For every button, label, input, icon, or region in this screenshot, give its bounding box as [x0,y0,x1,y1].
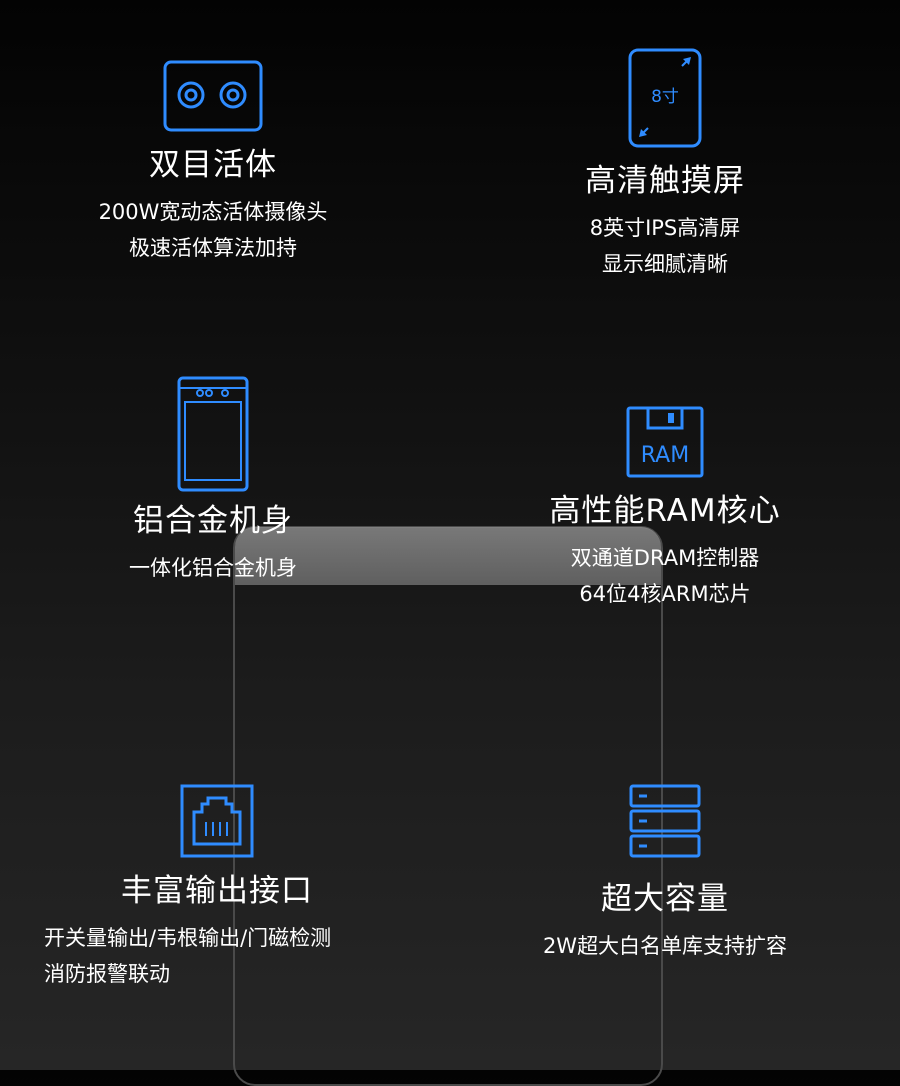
feature-title: 铝合金机身 [133,503,293,539]
feature-desc-line: 显示细腻清晰 [602,252,728,276]
feature-title: 高清触摸屏 [585,163,745,199]
feature-desc-line: 极速活体算法加持 [129,236,297,260]
feature-title: 高性能RAM核心 [549,493,781,529]
feature-desc-line: 消防报警联动 [44,962,170,986]
device-body-icon [177,376,249,492]
dual-camera-icon [163,60,263,132]
screen-size-label: 8寸 [651,87,679,107]
feature-desc-line: 一体化铝合金机身 [129,556,297,580]
ethernet-port-icon [180,784,254,858]
device-top-bezel [235,527,661,585]
feature-ram-core: RAM 高性能RAM核心 双通道DRAM控制器 64位4核ARM芯片 [445,406,885,612]
ram-chip-icon: RAM [626,406,704,478]
feature-title: 超大容量 [601,881,729,917]
feature-desc-line: 2W超大白名单库支持扩容 [542,934,788,958]
feature-desc-line: 双通道DRAM控制器 [570,546,760,570]
feature-desc-line: 200W宽动态活体摄像头 [98,200,328,224]
feature-dual-camera: 双目活体 200W宽动态活体摄像头 极速活体算法加持 [0,60,433,266]
feature-desc-line: 64位4核ARM芯片 [579,582,751,606]
feature-touch-screen: 8寸 高清触摸屏 8英寸IPS高清屏 显示细腻清晰 [445,48,885,282]
feature-title: 丰富输出接口 [121,873,313,909]
storage-stack-icon [629,784,701,858]
feature-large-capacity: 超大容量 2W超大白名单库支持扩容 [445,784,885,964]
feature-aluminum-body: 铝合金机身 一体化铝合金机身 [0,376,433,586]
screen-size-icon: 8寸 [628,48,702,148]
feature-desc-line: 开关量输出/韦根输出/门磁检测 [44,926,332,950]
feature-desc-line: 8英寸IPS高清屏 [589,216,741,240]
feature-title: 双目活体 [149,147,277,183]
feature-output-interfaces: 丰富输出接口 开关量输出/韦根输出/门磁检测 消防报警联动 [0,784,437,992]
ram-label: RAM [641,443,689,468]
